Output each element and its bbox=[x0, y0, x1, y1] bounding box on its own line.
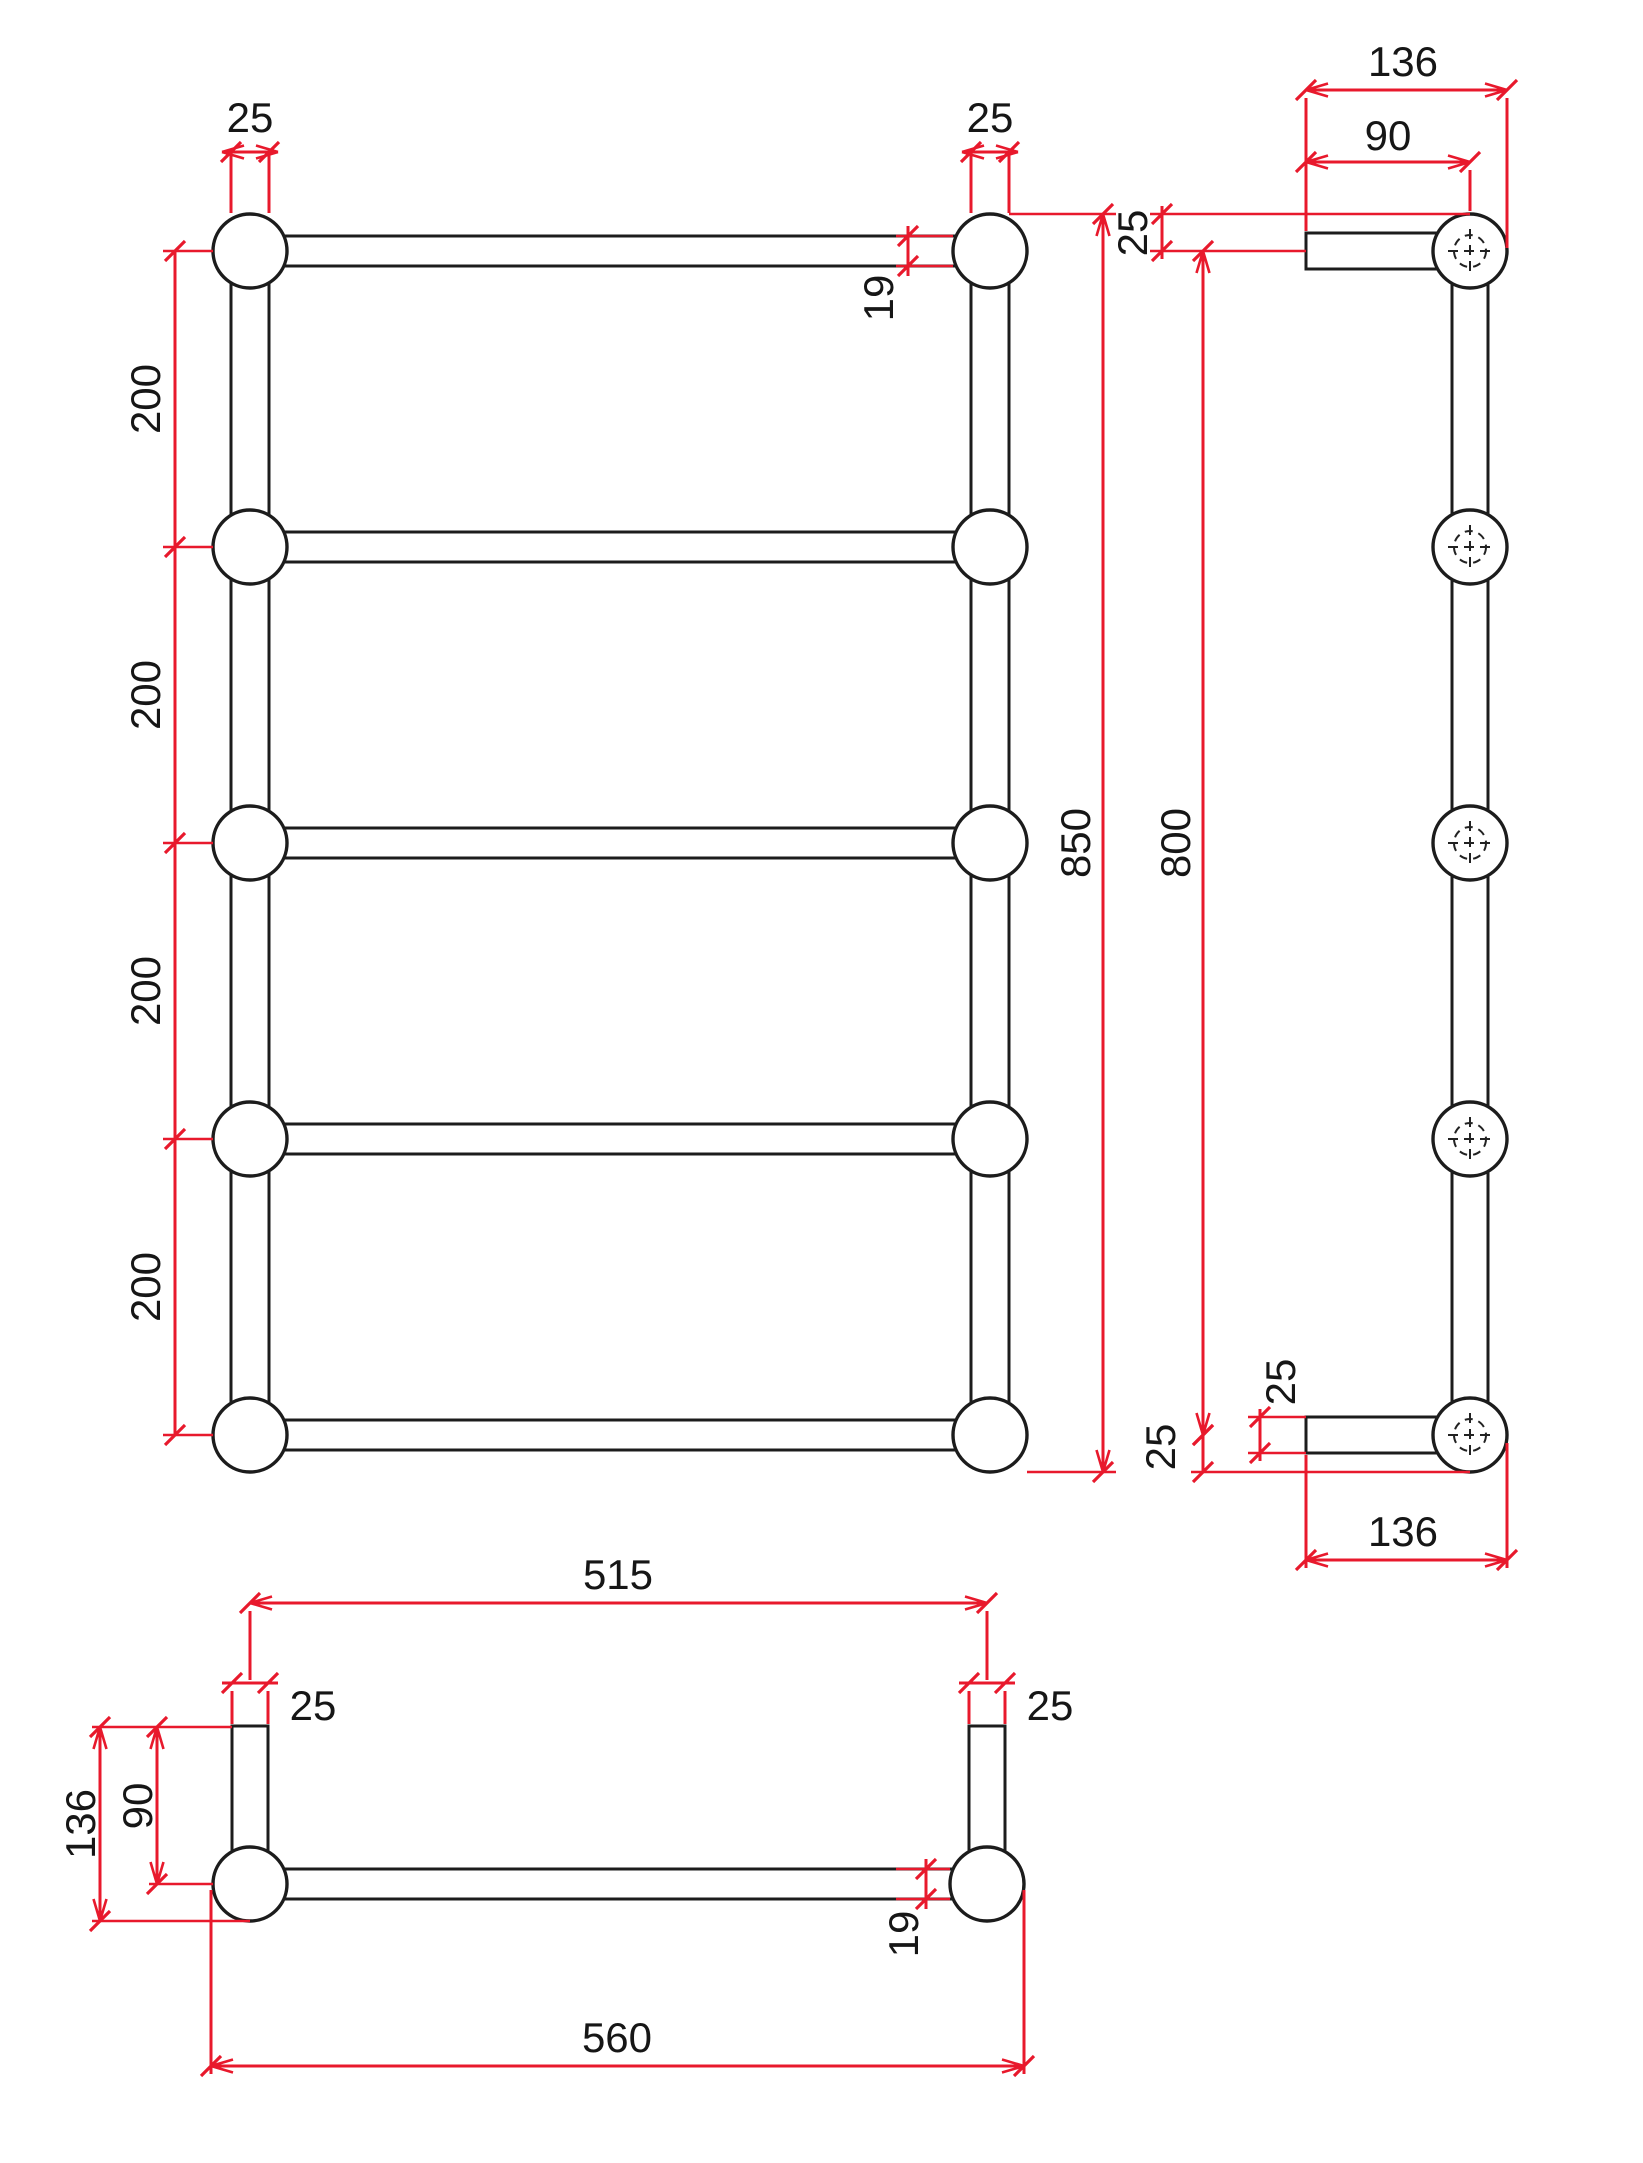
rung-tube bbox=[248, 1122, 992, 1156]
dim-label: 200 bbox=[122, 956, 169, 1026]
dim-label: 19 bbox=[855, 275, 902, 322]
screw-icon bbox=[1448, 229, 1492, 273]
dim-label: 90 bbox=[1365, 112, 1412, 159]
dim-front-overall-height: 850 bbox=[1009, 202, 1116, 1484]
dim-label: 560 bbox=[582, 2014, 652, 2061]
screw-icon bbox=[1448, 1413, 1492, 1457]
dim-plan-stub-right: 25 bbox=[957, 1671, 1074, 1729]
dim-label: 136 bbox=[57, 1789, 104, 1859]
dim-plan-tube-centres: 515 bbox=[238, 1551, 999, 1680]
dim-side-bracket-tube-top: 25 bbox=[1109, 202, 1470, 263]
dim-label: 200 bbox=[122, 660, 169, 730]
dim-label: 200 bbox=[122, 1252, 169, 1322]
dim-label: 90 bbox=[114, 1783, 161, 1830]
rung-tube bbox=[248, 826, 992, 860]
rung-tube-plan bbox=[248, 1867, 989, 1901]
dim-side-bottom-overhang: 25 bbox=[1137, 1423, 1470, 1484]
fixing-screw-icons bbox=[1448, 229, 1492, 1457]
screw-icon bbox=[1448, 525, 1492, 569]
dim-front-rung-spacing-chain: 200 200 200 200 bbox=[122, 239, 213, 1447]
dim-side-wall-offset-top: 90 bbox=[1294, 112, 1482, 211]
dim-side-mount-height: 800 bbox=[1152, 239, 1215, 1447]
dim-label: 25 bbox=[1109, 210, 1156, 257]
dim-label: 200 bbox=[122, 364, 169, 434]
dim-label: 25 bbox=[1137, 1424, 1184, 1471]
screw-icon bbox=[1448, 1117, 1492, 1161]
front-rungs bbox=[248, 234, 992, 1452]
dim-label: 25 bbox=[290, 1682, 337, 1729]
screw-icon bbox=[1448, 821, 1492, 865]
dim-label: 19 bbox=[880, 1911, 927, 1958]
dim-front-tube-width-left: 25 bbox=[219, 94, 281, 213]
dim-front-rung-diameter: 19 bbox=[855, 224, 953, 322]
wall-bracket-bottom bbox=[1304, 1415, 1458, 1455]
dim-plan-wall-offset: 90 bbox=[114, 1715, 213, 1896]
dim-plan-rung-diameter: 19 bbox=[880, 1857, 950, 1958]
rung-tube bbox=[248, 234, 992, 268]
front-junction-spheres bbox=[211, 212, 1029, 1474]
dim-plan-overall-width: 560 bbox=[199, 1890, 1036, 2078]
dim-label: 25 bbox=[967, 94, 1014, 141]
dim-plan-stub-left: 25 bbox=[220, 1671, 337, 1729]
dim-side-depth-bottom: 136 bbox=[1294, 1443, 1519, 1572]
dim-label: 515 bbox=[583, 1551, 653, 1598]
front-view: 25 25 19 200 200 bbox=[122, 94, 1116, 1484]
junction-sphere bbox=[211, 1845, 289, 1923]
dim-front-tube-width-right: 25 bbox=[959, 94, 1021, 213]
dim-label: 25 bbox=[1257, 1359, 1304, 1406]
side-view: 136 90 25 800 25 bbox=[1109, 38, 1519, 1572]
junction-sphere bbox=[948, 1845, 1026, 1923]
plan-view: 515 25 25 136 bbox=[57, 1551, 1074, 2078]
dim-label: 800 bbox=[1152, 808, 1199, 878]
rung-tube bbox=[248, 530, 992, 564]
rung-tube bbox=[248, 1418, 992, 1452]
dim-label: 850 bbox=[1052, 808, 1099, 878]
dim-label: 25 bbox=[227, 94, 274, 141]
dim-side-bracket-tube-bottom: 25 bbox=[1248, 1359, 1306, 1465]
dim-label: 25 bbox=[1027, 1682, 1074, 1729]
dim-label: 136 bbox=[1368, 38, 1438, 85]
dim-label: 136 bbox=[1368, 1508, 1438, 1555]
